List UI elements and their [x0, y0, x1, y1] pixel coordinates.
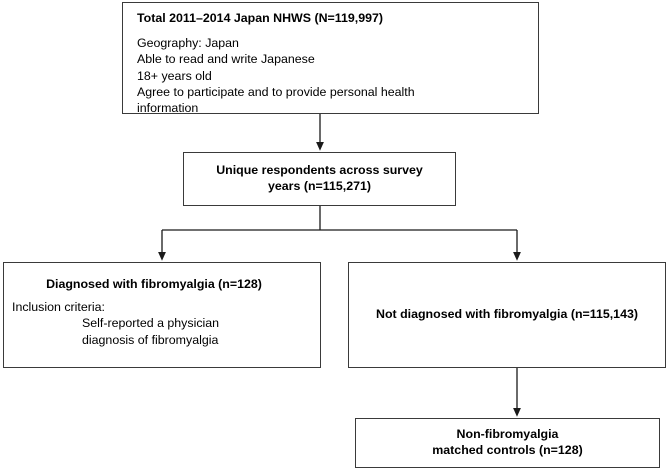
node-not-diagnosed-fibromyalgia-title: Not diagnosed with fibromyalgia (n=115,1… [376, 307, 638, 322]
node-unique-respondents-line2: years (n=115,271) [268, 179, 371, 193]
node-not-diagnosed-fibromyalgia: Not diagnosed with fibromyalgia (n=115,1… [348, 262, 666, 368]
node-total-cohort-criterion-geography: Geography: Japan [137, 35, 239, 50]
node-diagnosed-fibromyalgia-title: Diagnosed with fibromyalgia (n=128) [46, 277, 262, 291]
node-total-cohort-title: Total 2011–2014 Japan NHWS (N=119,997) [137, 11, 383, 25]
node-diagnosed-fibromyalgia: Diagnosed with fibromyalgia (n=128) Incl… [3, 262, 321, 368]
node-matched-controls-line2: matched controls (n=128) [432, 443, 583, 457]
node-total-cohort-criterion-language: Able to read and write Japanese [137, 52, 315, 67]
node-matched-controls: Non-fibromyalgia matched controls (n=128… [355, 418, 660, 468]
node-matched-controls-line1: Non-fibromyalgia [456, 427, 559, 442]
node-diagnosed-inclusion-criteria-label: Inclusion criteria: [12, 299, 105, 314]
node-total-cohort-criterion-age: 18+ years old [137, 68, 212, 83]
node-diagnosed-inclusion-criteria-line2: diagnosis of fibromyalgia [82, 332, 219, 347]
node-total-cohort: Total 2011–2014 Japan NHWS (N=119,997) G… [122, 2, 539, 116]
node-diagnosed-inclusion-criteria-line1: Self-reported a physician [82, 316, 220, 331]
node-unique-respondents: Unique respondents across survey years (… [183, 152, 456, 206]
node-unique-respondents-line1: Unique respondents across survey [216, 163, 423, 178]
node-total-cohort-criterion-consent-line1: Agree to participate and to provide pers… [137, 85, 415, 99]
node-total-cohort-criterion-consent-line2: information [137, 101, 199, 116]
edge-unique-split [162, 206, 517, 231]
